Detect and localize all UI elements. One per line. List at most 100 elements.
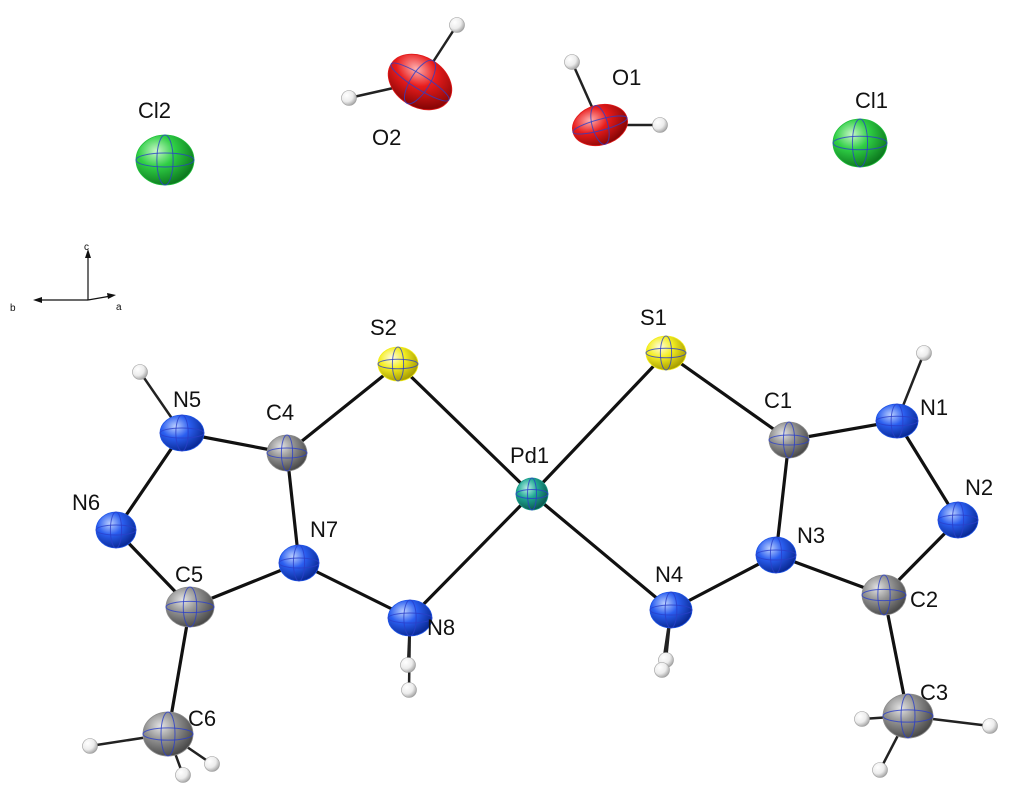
hydrogen-atom-C3-14: [872, 762, 888, 778]
atom-label-N2: N2: [965, 475, 993, 500]
bond-Pd1-N8: [408, 492, 534, 620]
atom-principal-ring2-C4: [280, 434, 294, 472]
atom-label-N7: N7: [310, 517, 338, 542]
atom-principal-ring-N4: [649, 604, 693, 616]
atom-principal-ring-C3: [882, 709, 934, 723]
atom-C3: [882, 693, 934, 739]
atom-ellipsoid-C5: [165, 586, 215, 628]
atom-principal-ring2-N7: [292, 544, 306, 582]
atom-N6: [95, 511, 137, 549]
atom-ellipsoid-O2: [387, 53, 453, 111]
atom-label-N5: N5: [173, 387, 201, 412]
atom-principal-ring2-C3: [900, 693, 916, 739]
hydrogen-atom-C6-12: [204, 756, 220, 772]
atom-C4: [266, 434, 308, 472]
bond-N7-C4: [285, 451, 301, 565]
atom-principal-ring2-C2: [877, 574, 891, 616]
atom-label-N1: N1: [920, 395, 948, 420]
atom-ellipsoid-N3: [755, 536, 797, 574]
atom-ellipsoid-N6: [95, 511, 137, 549]
atom-principal-ring2-N6: [109, 511, 123, 549]
atom-S2: [377, 346, 419, 382]
atom-C6: [142, 711, 194, 757]
atom-ellipsoid-C4: [266, 434, 308, 472]
atom-ellipsoid-O1: [572, 103, 628, 147]
bond-N3-C1: [774, 438, 791, 557]
atom-ellipsoid-S2: [377, 346, 419, 382]
atom-principal-ring2-S2: [391, 346, 405, 382]
bond-N1-N2: [895, 419, 960, 522]
a-axis-arrowhead: [107, 293, 116, 299]
atom-label-Cl2: Cl2: [138, 98, 171, 123]
atom-principal-ring2-C5: [182, 586, 198, 628]
atom-label-N3: N3: [797, 523, 825, 548]
atom-layer: [95, 53, 979, 757]
atom-label-S1: S1: [640, 305, 667, 330]
atom-principal-ring-N1: [875, 415, 919, 427]
atom-C2: [861, 574, 907, 616]
bond-S1-C1: [664, 351, 791, 442]
atom-principal-ring-Cl1: [832, 135, 888, 151]
atom-principal-ring-N6: [95, 524, 137, 536]
atom-label-C1: C1: [764, 388, 792, 413]
bond-S2-Pd1: [396, 362, 534, 496]
atom-ellipsoid-C1: [768, 421, 810, 459]
atom-principal-ring-C1: [768, 434, 810, 446]
atom-N5: [159, 414, 205, 452]
atom-O2: [387, 53, 453, 111]
atom-principal-ring-C5: [165, 600, 215, 614]
atom-principal-ring-N2: [937, 514, 979, 526]
bond-S1-Pd1: [530, 351, 668, 496]
atom-label-C4: C4: [266, 400, 294, 425]
atom-principal-ring2-C6: [160, 711, 176, 757]
atom-ellipsoid-Cl1: [832, 118, 888, 168]
atom-label-N8: N8: [427, 615, 455, 640]
atom-label-N4: N4: [655, 562, 683, 587]
atom-principal-ring-N5: [159, 427, 205, 439]
atom-principal-ring2-C1: [782, 421, 796, 459]
atom-ellipsoid-N4: [649, 591, 693, 629]
a-axis-label: a: [116, 302, 122, 313]
atom-label-C3: C3: [920, 680, 948, 705]
atom-principal-ring2-N2: [951, 501, 965, 539]
atom-principal-ring-N7: [278, 557, 320, 569]
atom-principal-ring2-N4: [664, 591, 678, 629]
atom-ellipsoid-C2: [861, 574, 907, 616]
hydrogen-atom-N5-4: [132, 364, 148, 380]
atom-principal-ring2-N3: [769, 536, 783, 574]
atom-principal-ring-N3: [755, 549, 797, 561]
atom-C1: [768, 421, 810, 459]
hydrogen-atom-O1-3: [652, 117, 668, 133]
atom-label-C2: C2: [910, 587, 938, 612]
axis-orientation-indicator: c b a: [10, 242, 122, 314]
atom-O1: [572, 103, 628, 147]
atom-Cl1: [832, 118, 888, 168]
hydrogen-atom-C6-11: [175, 767, 191, 783]
atom-label-Cl1: Cl1: [855, 88, 888, 113]
bond-Pd1-N4: [530, 492, 673, 612]
hydrogen-atom-N4-9: [654, 662, 670, 678]
atom-principal-ring-C6: [142, 727, 194, 741]
atom-principal-ring2-S1: [659, 335, 673, 371]
atom-Cl2: [135, 134, 195, 186]
atom-principal-ring2-N1: [890, 403, 904, 439]
atom-N1: [875, 403, 919, 439]
atom-principal-ring2-O1: [590, 105, 610, 145]
hydrogen-atom-C6-10: [82, 738, 98, 754]
hydrogen-atom-C3-13: [854, 711, 870, 727]
atom-N8: [387, 599, 433, 637]
b-axis-arrowhead: [33, 297, 42, 303]
atom-label-Pd1: Pd1: [510, 443, 549, 468]
atom-principal-ring2-Cl2: [156, 134, 174, 186]
atom-principal-ring2-N8: [403, 599, 417, 637]
atom-N4: [649, 591, 693, 629]
hydrogen-atom-C3-15: [982, 718, 998, 734]
atom-ellipsoid-N5: [159, 414, 205, 452]
atom-principal-ring-Cl2: [135, 152, 195, 168]
atom-principal-ring-O2: [390, 62, 450, 102]
hydrogen-atom-O2-1: [341, 90, 357, 106]
atom-principal-ring2-Cl1: [851, 118, 869, 168]
atom-principal-ring-Pd1: [515, 489, 549, 499]
atom-principal-ring-O1: [572, 115, 628, 135]
